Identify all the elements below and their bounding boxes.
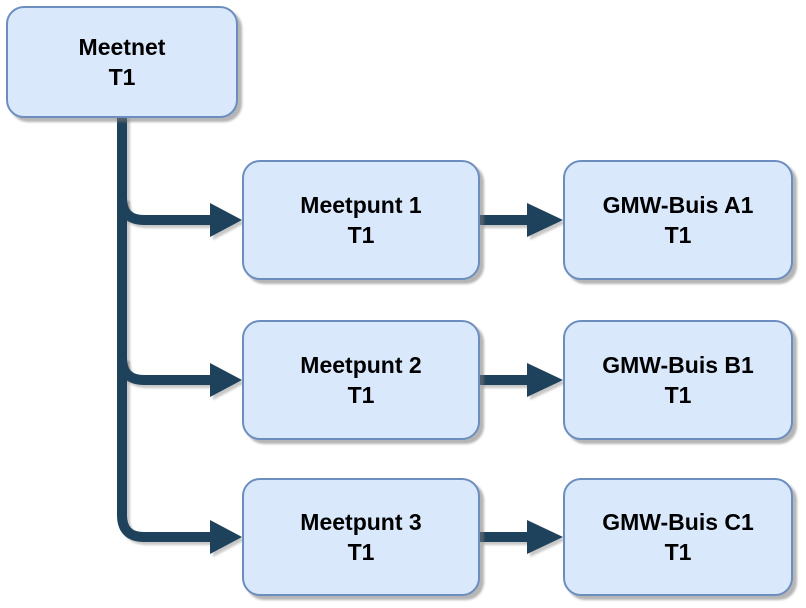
node-meetpunt3: Meetpunt 3 T1 <box>242 478 480 596</box>
node-meetpunt1: Meetpunt 1 T1 <box>242 160 480 280</box>
arrowhead-gmw-c1 <box>527 520 563 554</box>
node-meetpunt1-label: Meetpunt 1 <box>300 192 422 218</box>
node-gmw-buis-c1: GMW-Buis C1 T1 <box>563 478 793 596</box>
edge-meetnet-meetpunt2 <box>117 357 210 385</box>
node-gmw-b1-sublabel: T1 <box>664 382 692 408</box>
arrowhead-meetpunt3 <box>210 520 242 554</box>
node-meetpunt2-sublabel: T1 <box>347 382 375 408</box>
arrowhead-gmw-a1 <box>527 203 563 237</box>
node-meetpunt1-sublabel: T1 <box>347 222 375 248</box>
node-gmw-a1-label: GMW-Buis A1 <box>602 192 754 218</box>
node-gmw-a1-sublabel: T1 <box>664 222 692 248</box>
node-gmw-buis-a1: GMW-Buis A1 T1 <box>563 160 793 280</box>
node-gmw-buis-b1: GMW-Buis B1 T1 <box>563 320 793 440</box>
node-gmw-c1-label: GMW-Buis C1 <box>602 509 754 535</box>
node-gmw-c1-sublabel: T1 <box>664 539 692 565</box>
node-meetnet-label: Meetnet <box>78 34 166 60</box>
node-meetnet: Meetnet T1 <box>6 6 238 118</box>
arrowhead-gmw-b1 <box>527 363 563 397</box>
node-gmw-b1-label: GMW-Buis B1 <box>602 352 754 378</box>
node-meetpunt2: Meetpunt 2 T1 <box>242 320 480 440</box>
arrowhead-meetpunt1 <box>210 203 242 237</box>
edge-meetnet-meetpunt3 <box>117 116 210 542</box>
node-meetnet-sublabel: T1 <box>108 64 136 90</box>
node-meetpunt2-label: Meetpunt 2 <box>300 352 422 378</box>
arrowhead-meetpunt2 <box>210 363 242 397</box>
node-meetpunt3-sublabel: T1 <box>347 539 375 565</box>
node-meetpunt3-label: Meetpunt 3 <box>300 509 422 535</box>
edge-meetnet-meetpunt1 <box>117 197 210 225</box>
